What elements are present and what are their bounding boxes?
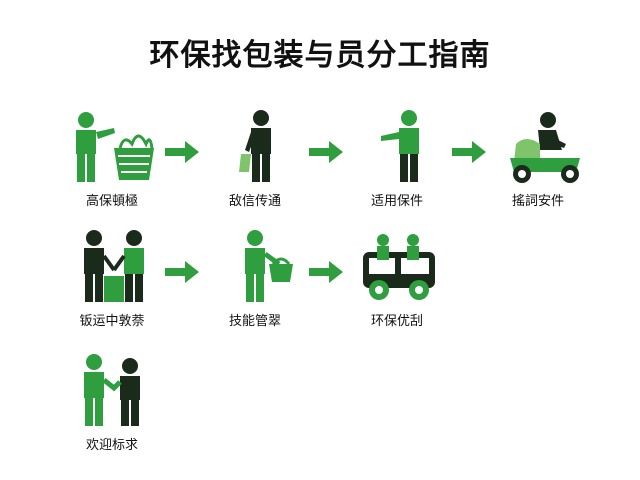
person-holding-basket-icon — [245, 230, 293, 302]
step-label: 环保优刮 — [370, 314, 423, 329]
cargo-vehicle-icon — [363, 234, 435, 300]
two-people-with-bin-icon — [84, 230, 144, 302]
step-2: 敌信传通 — [195, 108, 315, 209]
step-label: 欢迎标求 — [85, 438, 138, 453]
page-title: 环保找包装与员分工指南 — [149, 38, 491, 73]
step-1: 高保頓極 — [52, 108, 172, 209]
handshake-icon — [84, 354, 140, 426]
arrow-right-icon — [165, 141, 199, 163]
arrow-right-icon — [452, 141, 486, 163]
step-7: 环保优刮 — [337, 228, 457, 329]
step-label: 技能管翠 — [228, 314, 281, 329]
step-3: 适用保件 — [337, 108, 457, 209]
arrow-right-icon — [165, 261, 199, 283]
step-label: 适用保件 — [370, 194, 423, 209]
person-pointing-icon — [381, 110, 419, 182]
step-label: 敌信传通 — [228, 194, 281, 209]
arrow-right-icon — [309, 141, 343, 163]
step-label: 搖詞安件 — [511, 194, 564, 209]
step-label: 钣运中敦萘 — [79, 314, 145, 329]
step-8: 欢迎标求 — [52, 352, 172, 453]
person-with-basket-icon — [76, 112, 154, 182]
step-6: 技能管翠 — [195, 228, 315, 329]
step-4: 搖詞安件 — [478, 108, 598, 209]
step-5: 钣运中敦萘 — [52, 228, 172, 329]
step-label: 高保頓極 — [85, 194, 138, 209]
scooter-rider-icon — [510, 112, 580, 183]
arrow-right-icon — [309, 261, 343, 283]
person-carrying-bag-icon — [239, 110, 271, 182]
